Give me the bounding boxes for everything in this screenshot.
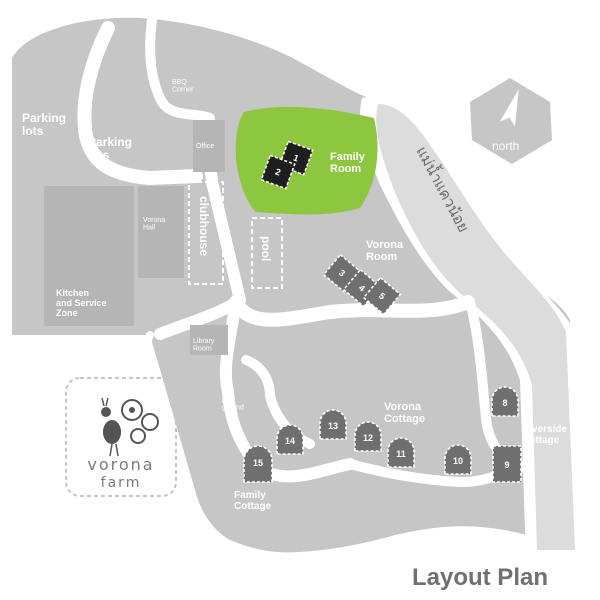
logo-name-line2: farm bbox=[101, 475, 142, 491]
unit-13[interactable]: 13 bbox=[319, 409, 347, 440]
office-label: Office bbox=[196, 143, 214, 150]
unit-8[interactable]: 8 bbox=[491, 386, 519, 417]
vorona-room-units: 3 4 5 bbox=[322, 253, 402, 316]
north-arrow-icon bbox=[499, 89, 519, 127]
unit-15[interactable]: 15 bbox=[243, 445, 273, 483]
unit-number: 2 bbox=[274, 166, 282, 177]
compass-badge bbox=[470, 78, 552, 164]
peacock-icon bbox=[101, 397, 159, 457]
unit-12[interactable]: 12 bbox=[354, 421, 382, 452]
cottage-units: 14 13 12 11 10 8 9 15 bbox=[243, 386, 522, 483]
unit-number: 5 bbox=[377, 291, 387, 302]
vorona-hall-block bbox=[138, 186, 184, 278]
unit-number: 11 bbox=[396, 449, 406, 459]
unit-number: 8 bbox=[502, 398, 507, 408]
library-block bbox=[190, 325, 228, 355]
compass-label: north bbox=[492, 139, 519, 153]
unit-number: 10 bbox=[453, 456, 463, 466]
logo-name-line1: vorona bbox=[87, 455, 154, 474]
unit-number: 9 bbox=[504, 460, 509, 470]
clubhouse-label: clubhouse bbox=[197, 196, 211, 256]
unit-number: 12 bbox=[363, 433, 373, 443]
unit-number: 15 bbox=[253, 458, 263, 468]
unit-number: 3 bbox=[337, 268, 347, 279]
unit-14[interactable]: 14 bbox=[276, 424, 304, 455]
unit-11[interactable]: 11 bbox=[387, 437, 415, 468]
unit-9[interactable]: 9 bbox=[492, 445, 522, 483]
logo-frame bbox=[65, 377, 177, 497]
page-title: Layout Plan bbox=[412, 564, 548, 591]
clubhouse-outline bbox=[188, 181, 224, 285]
pool-outline bbox=[251, 217, 283, 289]
unit-number: 13 bbox=[328, 421, 338, 431]
vorona-farm-logo: vorona farm bbox=[65, 377, 177, 497]
river-water bbox=[376, 104, 575, 550]
unit-2[interactable]: 2 bbox=[260, 154, 296, 190]
unit-number: 1 bbox=[292, 152, 300, 163]
office-block bbox=[193, 120, 225, 172]
kitchen-zone-block bbox=[44, 186, 134, 326]
unit-10[interactable]: 10 bbox=[444, 444, 472, 475]
family-room-units: 1 2 bbox=[260, 140, 314, 190]
pool-label: pool bbox=[259, 236, 273, 261]
unit-number: 4 bbox=[357, 283, 367, 294]
land-mass bbox=[12, 17, 585, 553]
unit-number: 14 bbox=[285, 436, 295, 446]
compass: north bbox=[470, 78, 552, 164]
